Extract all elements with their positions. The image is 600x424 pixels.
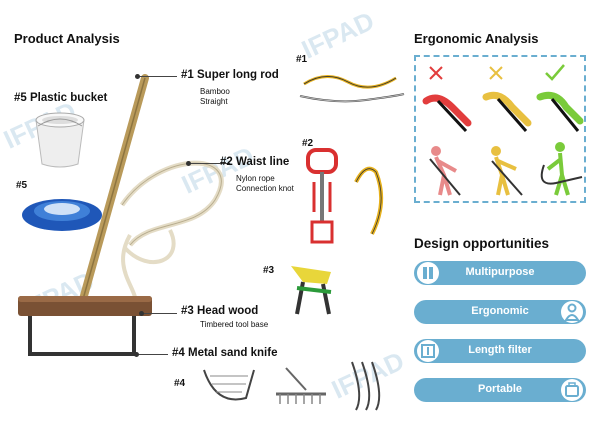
leader-dot	[135, 74, 140, 79]
x-mark-icon	[429, 66, 443, 80]
waist-line-samples-image	[306, 148, 384, 244]
tools-icon	[417, 262, 439, 284]
head-wood-sample-image	[291, 266, 332, 315]
person-icon	[561, 301, 583, 323]
leader-line	[143, 313, 177, 314]
tool-illustration	[18, 74, 224, 356]
part-1-detail: Straight	[200, 97, 228, 106]
leader-line	[190, 163, 230, 164]
x-mark-icon	[489, 66, 503, 80]
leader-line	[138, 354, 168, 355]
opportunity-label: Multipurpose	[465, 266, 535, 278]
sand-knife-samples-image	[203, 361, 381, 411]
rod-samples-image	[299, 75, 405, 103]
bucket-image	[35, 112, 85, 168]
opportunity-ergonomic[interactable]: Ergonomic	[414, 300, 586, 324]
blue-bucket-image	[22, 199, 102, 231]
part-3-detail: Timbered tool base	[200, 320, 269, 329]
sample-tag-2: #2	[302, 138, 314, 149]
leader-dot	[139, 311, 144, 316]
part-1-label: #1 Super long rod	[181, 69, 279, 81]
leader-dot	[134, 352, 139, 357]
ergonomic-analysis-title: Ergonomic Analysis	[414, 31, 539, 46]
watermark: IFPAD	[297, 5, 379, 65]
part-1-detail: Bamboo	[200, 87, 230, 96]
sample-tag-4: #4	[174, 378, 186, 389]
ergonomic-figures	[422, 64, 584, 196]
ergonomic-analysis-panel	[414, 55, 586, 203]
bag-icon	[561, 379, 583, 401]
sample-tag-1: #1	[296, 54, 308, 65]
opportunity-label: Length filter	[468, 344, 532, 356]
design-opportunities-title: Design opportunities	[414, 236, 549, 251]
length-icon	[417, 340, 439, 362]
sample-tag-5: #5	[16, 180, 28, 191]
opportunity-label: Ergonomic	[471, 305, 529, 317]
part-4-label: #4 Metal sand knife	[172, 347, 278, 359]
opportunity-portable[interactable]: Portable	[414, 378, 586, 402]
opportunity-length-filter[interactable]: Length filter	[414, 339, 586, 363]
sample-tag-3: #3	[263, 265, 275, 276]
opportunity-multipurpose[interactable]: Multipurpose	[414, 261, 586, 285]
part-2-detail: Connection knot	[236, 184, 294, 193]
opportunity-label: Portable	[477, 383, 522, 395]
part-2-label: #2 Waist line	[220, 156, 290, 168]
leader-dot	[186, 161, 191, 166]
check-mark-icon	[545, 64, 565, 81]
product-analysis-title: Product Analysis	[14, 31, 120, 46]
part-5-label: #5 Plastic bucket	[14, 92, 108, 104]
part-3-label: #3 Head wood	[181, 305, 259, 317]
part-2-detail: Nylon rope	[236, 174, 275, 183]
leader-line	[139, 76, 177, 77]
